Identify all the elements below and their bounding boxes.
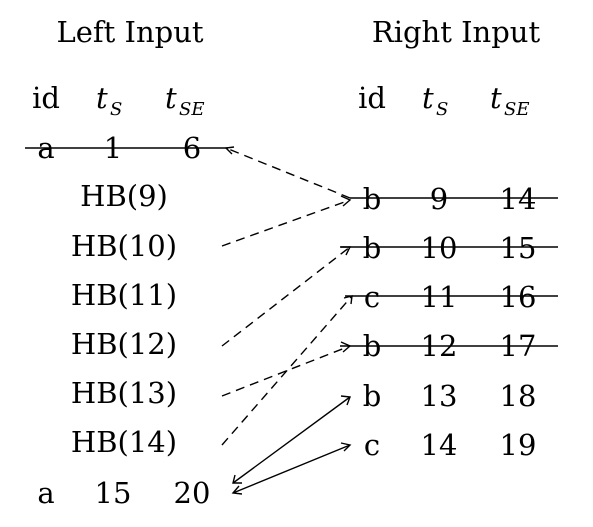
left-header-id: id bbox=[32, 81, 60, 115]
right-row-0-id: b bbox=[363, 182, 382, 216]
left-header-ts-sub: S bbox=[110, 99, 122, 120]
left-row-a2-id: a bbox=[37, 476, 54, 510]
right-input-title: Right Input bbox=[372, 15, 541, 49]
arrowhead bbox=[231, 485, 243, 495]
dashed-arrow-b9-to-a1 bbox=[225, 147, 351, 199]
arrowhead bbox=[340, 442, 352, 452]
right-row-2-ts: 11 bbox=[421, 280, 458, 314]
heartbeat-10: HB(10) bbox=[71, 229, 177, 263]
left-row-a-1-6: a 1 6 bbox=[25, 131, 228, 165]
arrowhead bbox=[341, 246, 352, 256]
dashed-arrow-hb14-to-c11 bbox=[221, 295, 353, 446]
right-row-2-tse: 16 bbox=[500, 280, 537, 314]
left-row-a2-ts: 15 bbox=[95, 476, 132, 510]
right-row-5-ts: 14 bbox=[421, 428, 458, 462]
right-header-tse-base: t bbox=[490, 81, 502, 115]
right-row-5-tse: 19 bbox=[500, 428, 537, 462]
arrowhead bbox=[232, 474, 242, 484]
arrowhead bbox=[340, 395, 351, 406]
right-row-4-tse: 18 bbox=[500, 379, 537, 413]
right-row-b-13-18: b 13 18 bbox=[363, 379, 537, 413]
right-row-b-9-14: b 9 14 bbox=[350, 182, 558, 216]
left-header-tse-base: t bbox=[165, 81, 177, 115]
arrowhead bbox=[340, 341, 352, 353]
heartbeat-13: HB(13) bbox=[71, 376, 177, 410]
left-input-title: Left Input bbox=[56, 15, 203, 49]
heartbeat-12: HB(12) bbox=[71, 327, 177, 361]
right-row-b-12-17: b 12 17 bbox=[340, 329, 558, 363]
solid-arrow-a2-to-c14 bbox=[232, 444, 351, 494]
right-row-b-10-15: b 10 15 bbox=[340, 231, 558, 265]
heartbeat-9: HB(9) bbox=[80, 179, 168, 213]
right-row-4-ts: 13 bbox=[421, 379, 458, 413]
right-row-c-11-16: c 11 16 bbox=[345, 280, 558, 314]
right-header-tse: t SE bbox=[490, 81, 529, 120]
dashed-arrows bbox=[221, 146, 353, 446]
right-row-0-tse: 14 bbox=[500, 182, 537, 216]
right-row-5-id: c bbox=[364, 428, 380, 462]
right-row-2-id: c bbox=[364, 280, 380, 314]
right-row-1-ts: 10 bbox=[421, 231, 458, 265]
arrowhead bbox=[224, 146, 235, 155]
right-row-c-14-19: c 14 19 bbox=[364, 428, 537, 462]
dashed-arrow-hb10-to-b9 bbox=[221, 199, 351, 247]
right-row-4-id: b bbox=[363, 379, 382, 413]
heartbeat-14: HB(14) bbox=[71, 425, 177, 459]
left-header-ts: t S bbox=[96, 81, 122, 120]
left-header-tse: t SE bbox=[165, 81, 204, 120]
left-header-ts-base: t bbox=[96, 81, 108, 115]
right-header-tse-sub: SE bbox=[504, 99, 529, 120]
solid-arrows bbox=[231, 395, 352, 495]
left-header-tse-sub: SE bbox=[179, 99, 204, 120]
right-header-ts-sub: S bbox=[436, 99, 448, 120]
right-header-ts: t S bbox=[422, 81, 448, 120]
right-header-ts-base: t bbox=[422, 81, 434, 115]
heartbeat-11: HB(11) bbox=[71, 278, 177, 312]
dashed-arrow-hb12-to-b10 bbox=[221, 246, 351, 347]
left-row-a-15-20: a 15 20 bbox=[37, 476, 210, 510]
right-header-id: id bbox=[358, 81, 386, 115]
arrowhead bbox=[343, 295, 353, 305]
solid-arrow-a2-to-b13 bbox=[232, 396, 351, 484]
right-row-1-id: b bbox=[363, 231, 382, 265]
arrowhead bbox=[340, 195, 352, 207]
right-row-0-ts: 9 bbox=[430, 182, 448, 216]
left-row-a2-tse: 20 bbox=[174, 476, 211, 510]
right-row-1-tse: 15 bbox=[500, 231, 537, 265]
